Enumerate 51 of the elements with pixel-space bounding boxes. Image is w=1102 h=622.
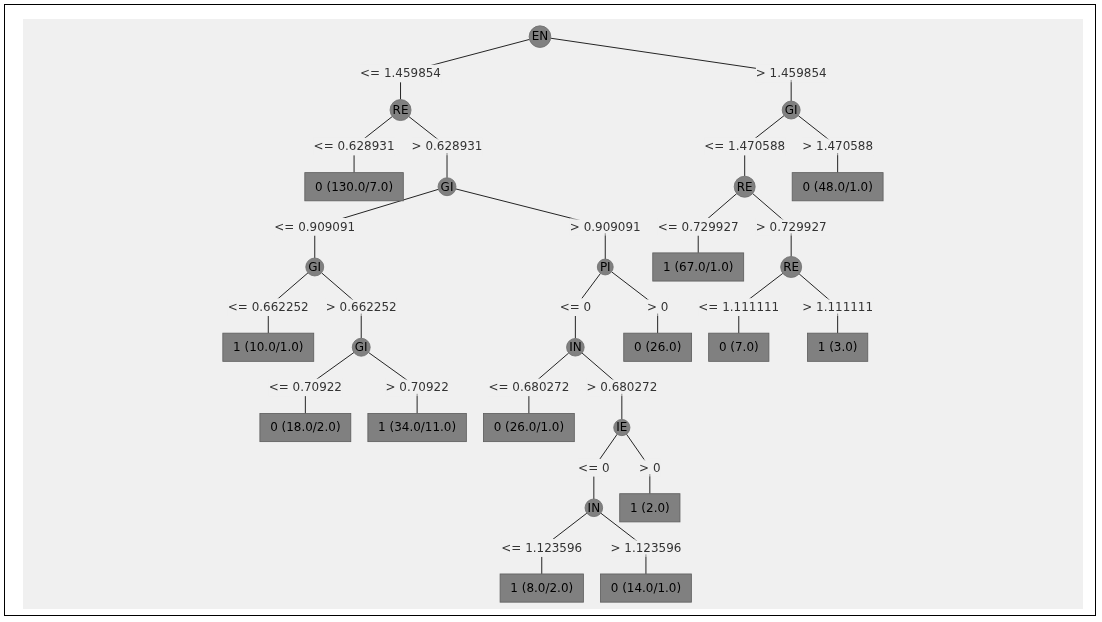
edge-label: <= 1.111111 — [698, 299, 780, 314]
node-box: 0 (48.0/1.0) — [791, 172, 884, 202]
node-circle: GI — [305, 257, 325, 277]
edge-label: > 0 — [646, 299, 669, 314]
node-box: 0 (18.0/2.0) — [259, 413, 352, 443]
node-box: 0 (26.0) — [623, 332, 693, 362]
node-circle: EN — [528, 25, 552, 48]
edge-label: > 0.628931 — [411, 139, 483, 153]
edge-label: <= 0.909091 — [274, 219, 356, 234]
node-circle: GI — [437, 177, 457, 197]
node-circle: IE — [613, 419, 631, 437]
edge-label: <= 0 — [578, 460, 610, 475]
node-circle: GI — [351, 337, 371, 357]
edge-label: > 1.470588 — [802, 139, 874, 153]
node-box: 0 (14.0/1.0) — [600, 573, 692, 603]
node-circle: RE — [389, 99, 412, 121]
edge-label: <= 0.70922 — [268, 380, 343, 394]
node-circle: PI — [596, 258, 614, 276]
node-circle: RE — [733, 175, 756, 198]
edge-label: <= 1.123596 — [501, 540, 583, 555]
edge-label: <= 1.470588 — [704, 139, 786, 153]
edge-label: > 0 — [639, 460, 661, 475]
edge-label: <= 0 — [559, 299, 592, 314]
node-box: 1 (8.0/2.0) — [499, 573, 584, 603]
edge-label: <= 1.459854 — [360, 66, 442, 80]
edge-label: <= 0.662252 — [227, 299, 309, 314]
edge-label: > 0.729927 — [755, 219, 827, 234]
edge-label: > 1.459854 — [755, 66, 827, 80]
edge-label: > 0.680272 — [586, 380, 658, 394]
edge-label: > 0.662252 — [325, 299, 397, 314]
edge-label: > 0.70922 — [385, 380, 449, 394]
node-circle: IN — [584, 498, 604, 517]
node-box: 0 (130.0/7.0) — [304, 172, 404, 202]
node-box: 1 (34.0/11.0) — [367, 413, 467, 443]
edge-label: <= 0.628931 — [313, 139, 395, 153]
edge-label: > 1.111111 — [802, 299, 874, 314]
connector — [611, 271, 659, 334]
node-box: 1 (3.0) — [807, 332, 869, 362]
node-circle: RE — [780, 256, 803, 278]
node-circle: GI — [781, 100, 801, 120]
edge-label: > 1.123596 — [610, 540, 682, 555]
node-circle: IN — [566, 338, 585, 357]
edge-label: <= 0.680272 — [488, 380, 570, 394]
node-box: 0 (7.0) — [708, 332, 770, 362]
node-box: 1 (10.0/1.0) — [222, 332, 315, 362]
edge-label: > 0.909091 — [569, 219, 641, 234]
node-box: 1 (2.0) — [619, 493, 681, 523]
edge-label: <= 0.729927 — [657, 219, 739, 234]
node-box: 0 (26.0/1.0) — [483, 413, 575, 443]
connector — [626, 433, 651, 495]
node-box: 1 (67.0/1.0) — [652, 252, 745, 282]
